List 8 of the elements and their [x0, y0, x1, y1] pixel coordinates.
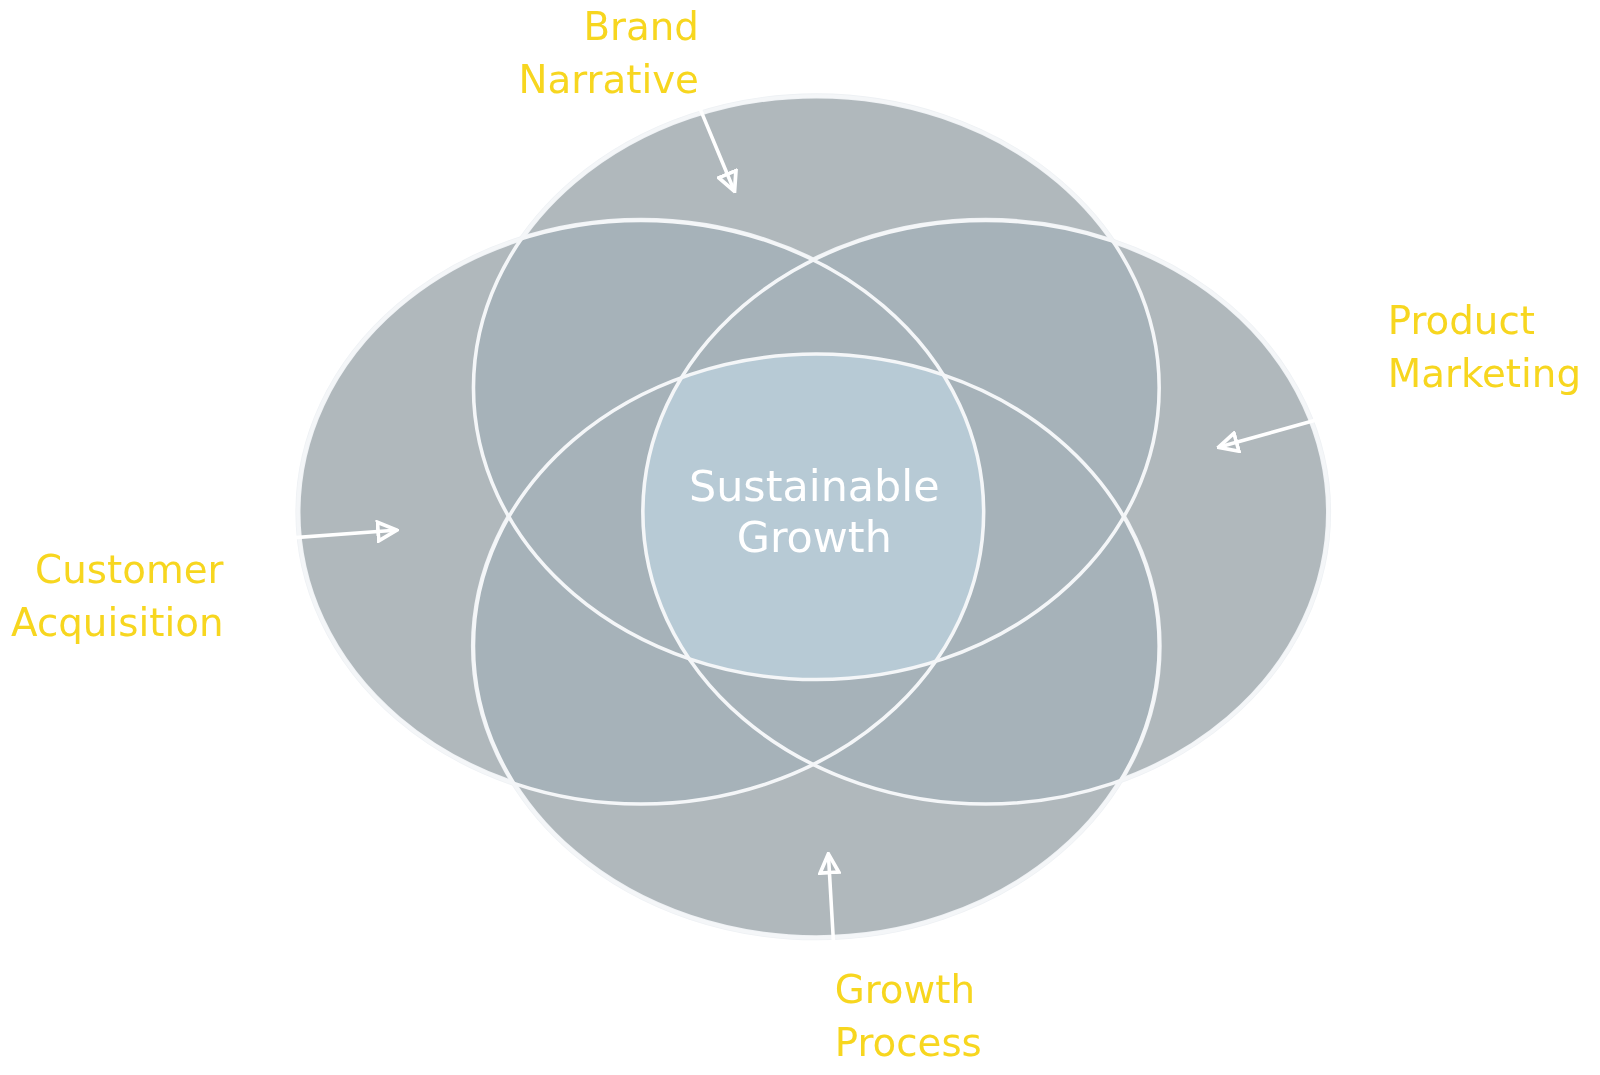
category-label: Growth Process — [834, 963, 1055, 1070]
category-label: Customer Acquisition — [4, 542, 224, 649]
venn-ellipse — [296, 218, 986, 806]
venn-ellipse — [471, 94, 1161, 682]
venn-ellipse — [641, 218, 1331, 806]
category-label: Product Marketing — [1387, 293, 1600, 400]
venn-ellipse — [471, 352, 1161, 940]
category-label: Brand Narrative — [479, 0, 699, 107]
